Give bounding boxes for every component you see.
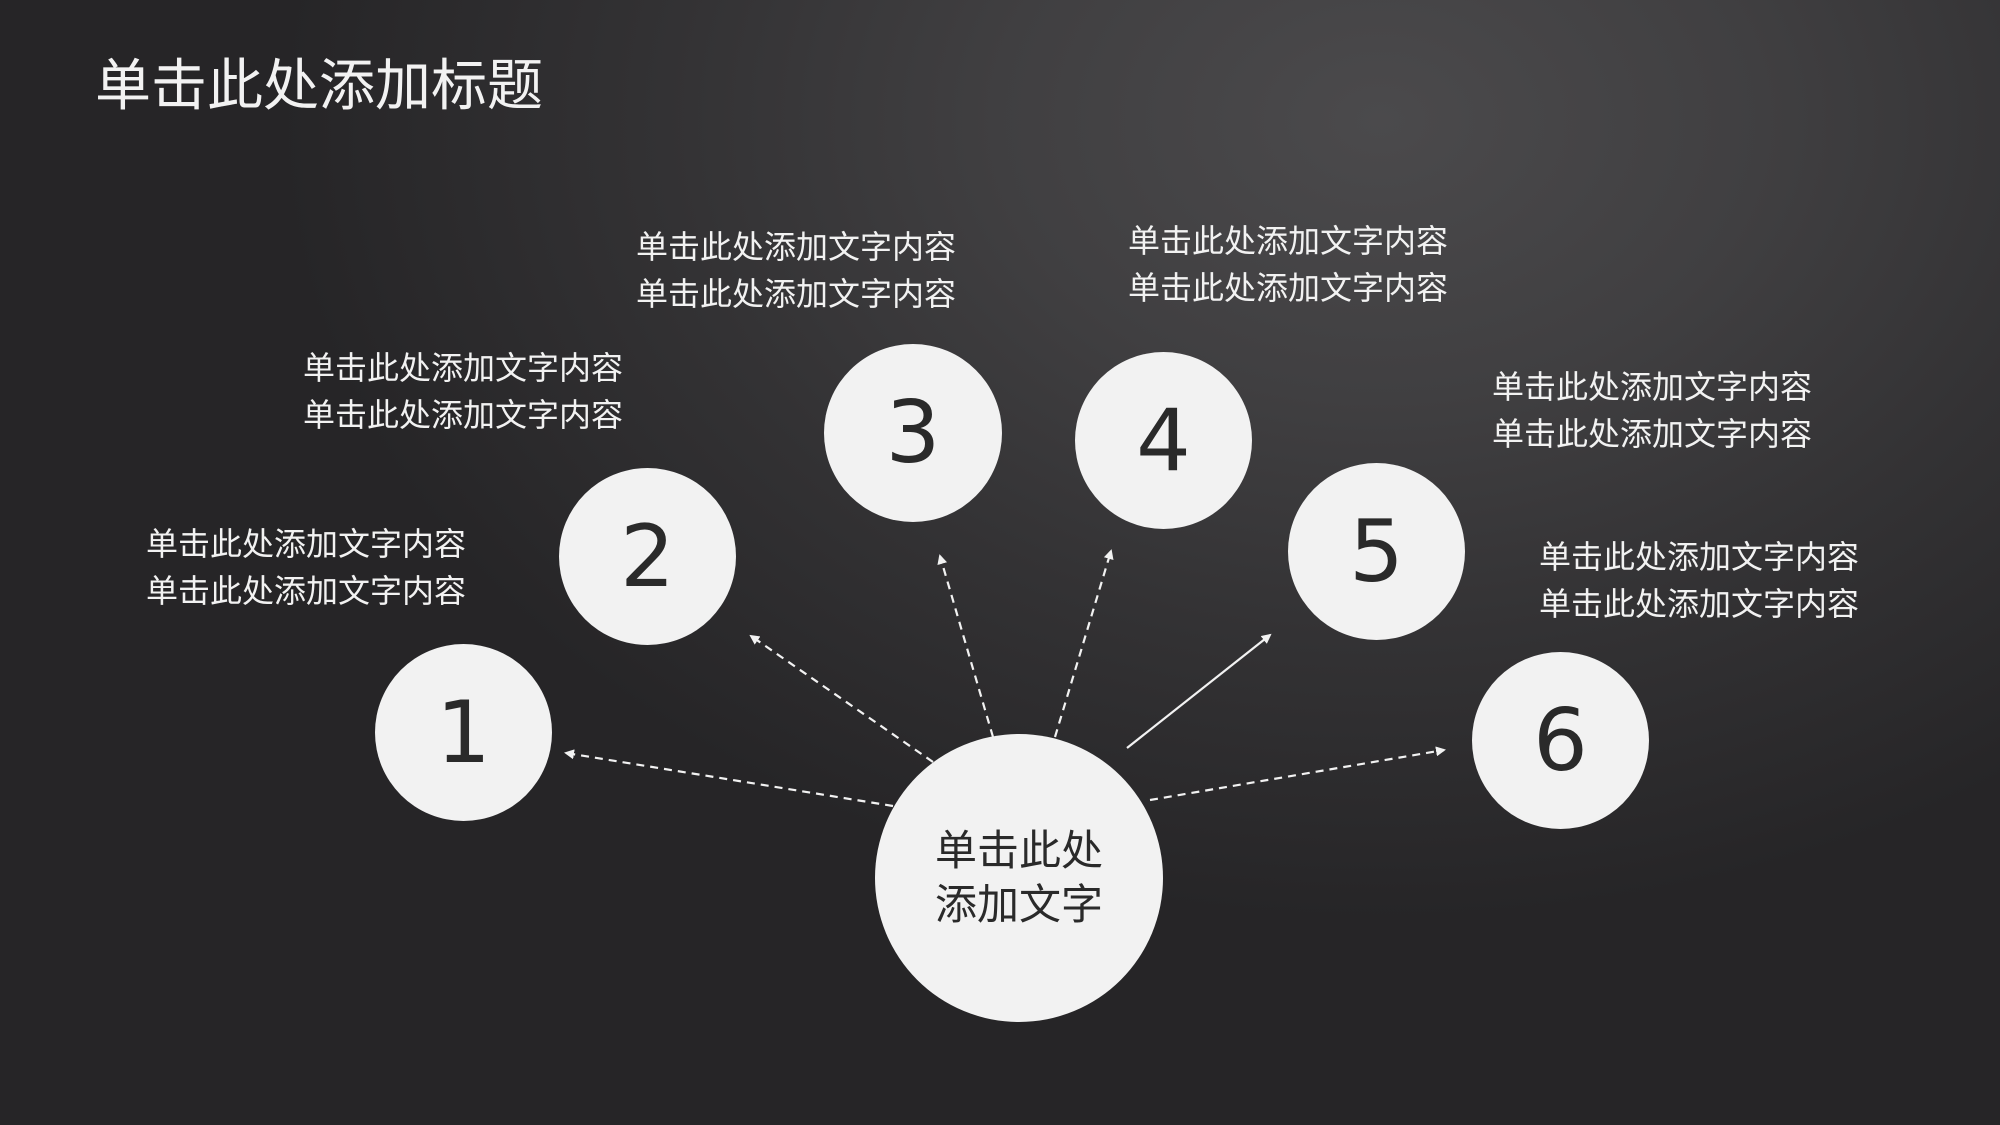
center-label-line-1: 单击此处 [934, 826, 1103, 875]
node-text-4[interactable]: 单击此处添加文字内容 单击此处添加文字内容 [1128, 218, 1448, 312]
center-label: 单击此处 添加文字 [935, 824, 1103, 932]
node-text-line: 单击此处添加文字内容 [303, 349, 624, 387]
node-number: 4 [1136, 390, 1191, 491]
node-circle-6[interactable]: 6 [1472, 652, 1649, 829]
node-text-1[interactable]: 单击此处添加文字内容 单击此处添加文字内容 [146, 521, 466, 615]
node-text-6[interactable]: 单击此处添加文字内容 单击此处添加文字内容 [1539, 534, 1859, 628]
arrow-to-node-4 [1053, 549, 1114, 738]
center-label-line-2: 添加文字 [934, 880, 1103, 929]
node-number: 3 [885, 383, 941, 483]
node-number: 5 [1349, 501, 1404, 602]
node-text-line: 单击此处添加文字内容 [1492, 415, 1813, 453]
node-text-3[interactable]: 单击此处添加文字内容 单击此处添加文字内容 [636, 224, 956, 318]
arrow-to-node-2 [749, 634, 934, 763]
arrow-to-node-5 [1126, 633, 1272, 749]
node-circle-3[interactable]: 3 [824, 344, 1002, 522]
node-number: 6 [1533, 690, 1588, 791]
node-circle-2[interactable]: 2 [559, 468, 736, 645]
node-text-line: 单击此处添加文字内容 [146, 525, 467, 563]
node-circle-5[interactable]: 5 [1288, 463, 1465, 640]
node-number: 2 [620, 506, 675, 607]
node-text-line: 单击此处添加文字内容 [1492, 368, 1813, 406]
node-number: 1 [436, 682, 491, 783]
arrow-to-node-1 [564, 749, 894, 808]
node-text-line: 单击此处添加文字内容 [1128, 222, 1449, 260]
center-circle[interactable]: 单击此处 添加文字 [875, 734, 1163, 1022]
node-text-2[interactable]: 单击此处添加文字内容 单击此处添加文字内容 [303, 345, 623, 439]
node-circle-4[interactable]: 4 [1075, 352, 1252, 529]
slide-title[interactable]: 单击此处添加标题 [95, 54, 543, 119]
node-text-line: 单击此处添加文字内容 [636, 228, 957, 266]
node-text-line: 单击此处添加文字内容 [1128, 269, 1449, 307]
node-text-line: 单击此处添加文字内容 [636, 275, 957, 313]
node-text-5[interactable]: 单击此处添加文字内容 单击此处添加文字内容 [1492, 364, 1812, 458]
node-text-line: 单击此处添加文字内容 [146, 572, 467, 610]
node-text-line: 单击此处添加文字内容 [303, 396, 624, 434]
arrow-to-node-3 [937, 554, 995, 738]
node-text-line: 单击此处添加文字内容 [1539, 538, 1860, 576]
node-text-line: 单击此处添加文字内容 [1539, 585, 1860, 623]
arrow-to-node-6 [1149, 746, 1446, 802]
node-circle-1[interactable]: 1 [375, 644, 552, 821]
